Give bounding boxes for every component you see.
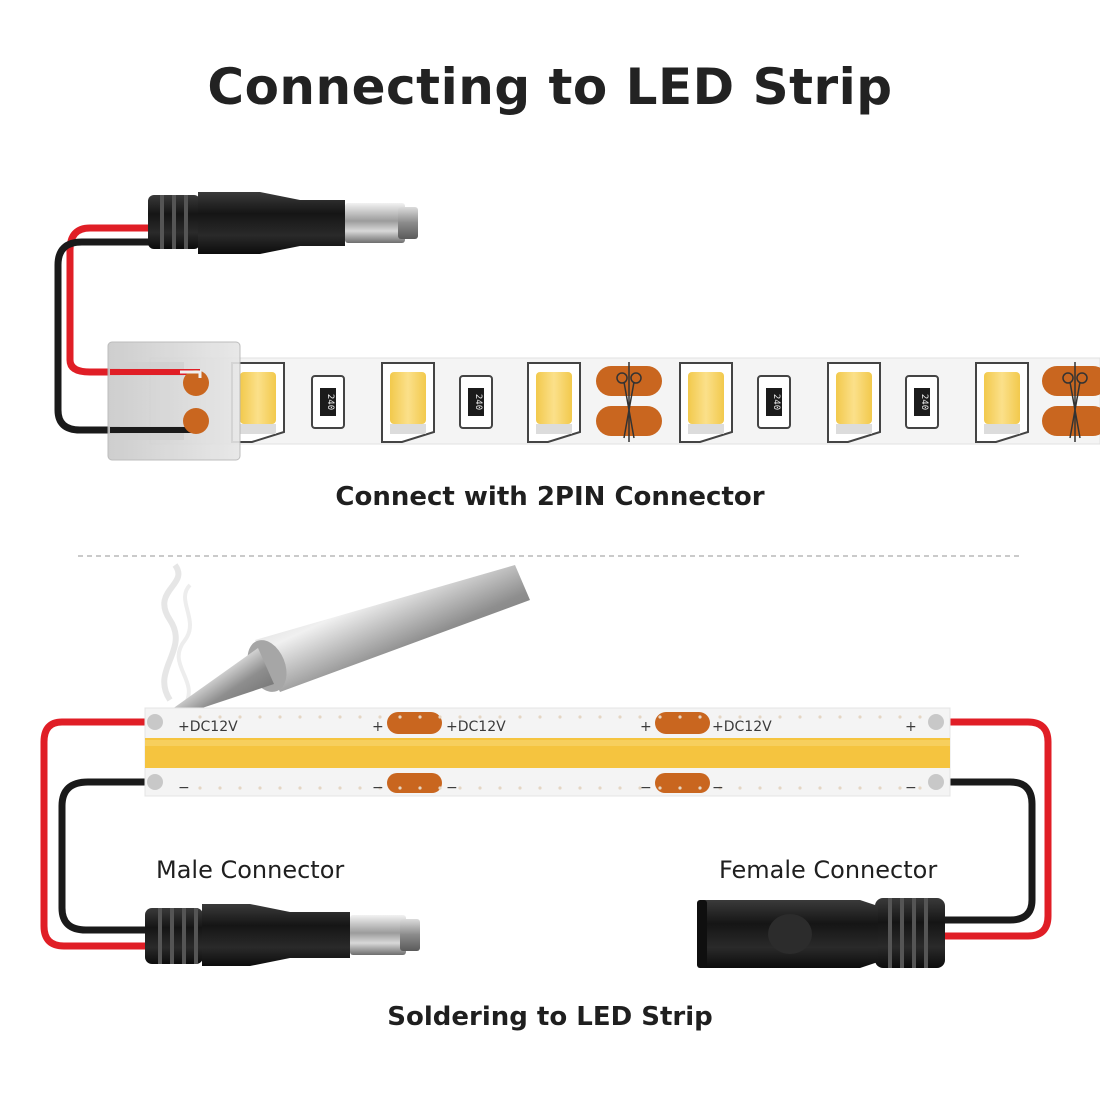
plus-sign-3: + (905, 719, 917, 735)
plus-sign-1: + (372, 719, 384, 735)
minus-sign-3: − (446, 780, 458, 796)
resistor-code: 240 (473, 394, 483, 410)
female-jack-icon (697, 898, 945, 968)
resistor-icon: 240 (757, 375, 791, 429)
soldering-iron-icon (160, 565, 530, 722)
resistor-code: 240 (771, 394, 781, 410)
plus-sign-2: + (640, 719, 652, 735)
male-connector-label: Male Connector (156, 856, 345, 884)
cob-led-strip: +DC12V +DC12V +DC12V + + + − − − − − − (144, 707, 951, 797)
bottom-wires (40, 718, 1052, 950)
voltage-label-3: +DC12V (712, 719, 772, 735)
two-pin-connector-clip (107, 341, 241, 461)
minus-sign-1: − (178, 780, 190, 796)
page-title: Connecting to LED Strip (207, 58, 893, 116)
scissors-icon (1042, 362, 1100, 442)
minus-sign-6: − (905, 780, 917, 796)
minus-sign-2: − (372, 780, 384, 796)
minus-sign-4: − (640, 780, 652, 796)
smd-led-icon (527, 362, 581, 443)
top-led-strip: 240 240 240 240 (149, 357, 1100, 445)
smd-led-icon (231, 362, 285, 443)
resistor-code: 240 (919, 394, 929, 410)
bottom-caption: Soldering to LED Strip (387, 1002, 713, 1032)
male-plug-icon (145, 904, 420, 966)
resistor-icon: 240 (311, 375, 345, 429)
minus-sign-5: − (712, 780, 724, 796)
top-wires (54, 224, 180, 434)
top-caption: Connect with 2PIN Connector (335, 482, 765, 512)
smoke-icon (161, 563, 192, 707)
top-male-plug-icon (148, 192, 418, 254)
scissors-icon (596, 362, 662, 442)
smd-led-icon (827, 362, 881, 443)
resistor-icon: 240 (459, 375, 493, 429)
voltage-label-2: +DC12V (446, 719, 506, 735)
female-connector-label: Female Connector (719, 856, 938, 884)
resistor-icon: 240 (905, 375, 939, 429)
smd-led-icon (975, 362, 1029, 443)
smd-led-icon (381, 362, 435, 443)
voltage-label-1: +DC12V (178, 719, 238, 735)
resistor-code: 240 (325, 394, 335, 410)
smd-led-icon (679, 362, 733, 443)
